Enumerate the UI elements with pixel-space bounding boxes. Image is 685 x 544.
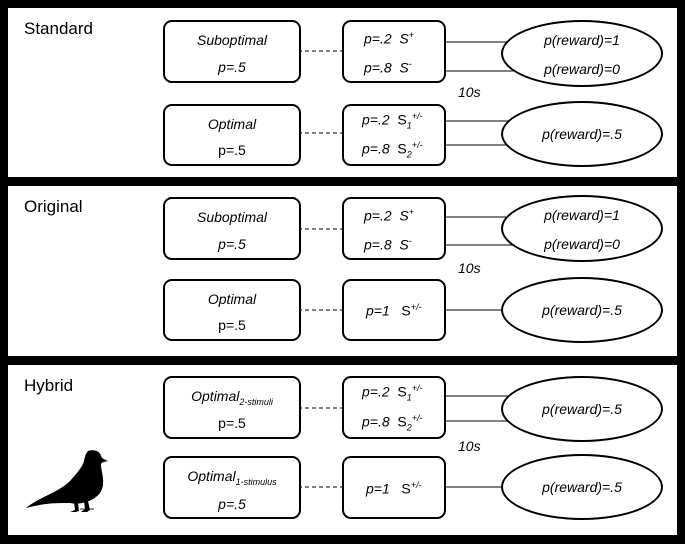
stimulus-symbol: S [397,111,407,128]
stimulus-sub: 1 [406,120,412,131]
stimulus-sub: 1 [406,392,412,403]
stimulus-sup: +/- [411,413,423,423]
stimulus-probability: p=.8 [362,413,390,430]
stimulus-sup: - [408,59,412,69]
stimulus-symbol: S [399,236,409,253]
choice-box-optimal: Optimal p=.5 [163,279,301,341]
panel-standard: Standard Suboptimal p=.5 p=.2 S+ p=.8 S-… [8,8,677,177]
choice-box-optimal-1-stimulus: Optimal1-stimulus p=.5 [163,456,301,519]
choice-label: Optimal2-stimuli [191,388,273,407]
reward-ellipse: p(reward)=.5 [501,277,663,343]
stimulus-symbol: S [399,30,409,47]
choice-box-suboptimal: Suboptimal p=.5 [163,197,301,260]
stimulus-symbol: S [397,383,407,400]
reward-label: p(reward)=0 [544,61,620,77]
panel-title: Hybrid [24,376,74,395]
stimulus-symbol: S [401,302,411,319]
stimulus-symbol: S [399,207,409,224]
stimulus-line: p=.2 S1+/- [362,111,423,130]
panel-original: Original Suboptimal p=.5 p=.2 S+ p=.8 S-… [8,186,677,356]
reward-ellipse: p(reward)=.5 [501,101,663,167]
connector-lines [298,395,513,488]
panel-hybrid: Hybrid Optimal2-stimuli p=.5 p=.2 S1+/- … [8,365,677,535]
stimulus-probability: p=.8 [364,59,392,76]
stimulus-sup: +/- [411,140,423,150]
pigeon-icon [26,450,108,512]
stimulus-probability: p=.2 [362,111,390,128]
stimulus-probability: p=.2 [362,383,390,400]
stimulus-box: p=.2 S1+/- p=.8 S2+/- [342,376,446,439]
stimulus-symbol: S [399,59,409,76]
stimulus-sup: + [408,30,415,40]
stimulus-sup: - [408,236,412,246]
reward-label: p(reward)=0 [544,236,620,252]
connector-lines [298,41,513,146]
choice-label: Optimal1-stimulus [187,468,276,487]
reward-label: p(reward)=.5 [542,126,622,142]
stimulus-sup: +/- [411,111,423,121]
stimulus-probability: p=.8 [362,140,390,157]
stimulus-symbol: S [401,480,411,497]
delay-label: 10s [458,438,481,454]
stimulus-line: p=.2 S+ [364,30,414,47]
choice-label: Optimal [207,291,257,307]
delay-label: 10s [458,84,481,100]
choice-probability: p=.5 [218,59,246,75]
panel-title: Standard [24,19,93,38]
reward-ellipse: p(reward)=.5 [501,454,663,520]
choice-box-optimal: Optimal p=.5 [163,104,301,166]
choice-probability: p=.5 [218,496,246,512]
panel-title: Original [24,197,83,216]
stimulus-symbol: S [397,140,407,157]
choice-box-suboptimal: Suboptimal p=.5 [163,20,301,83]
stimulus-probability: p=.8 [364,236,392,253]
stimulus-line: p=.8 S- [364,59,412,76]
stimulus-line: p=1 S+/- [366,302,422,319]
choice-probability: p=.5 [218,142,246,158]
reward-label: p(reward)=1 [544,32,620,48]
stimulus-box: p=.2 S+ p=.8 S- [342,197,446,260]
stimulus-box: p=1 S+/- [342,456,446,519]
choice-probability: p=.5 [218,415,246,431]
stimulus-line: p=.8 S2+/- [362,413,423,432]
stimulus-sup: +/- [411,383,423,393]
reward-ellipse: p(reward)=1 p(reward)=0 [501,20,663,87]
stimulus-sub: 2 [406,422,412,433]
stimulus-probability: p=1 [366,302,390,319]
reward-label: p(reward)=.5 [542,302,622,318]
reward-ellipse: p(reward)=.5 [501,376,663,442]
choice-probability: p=.5 [218,236,246,252]
stimulus-line: p=.8 S2+/- [362,140,423,159]
stimulus-line: p=1 S+/- [366,480,422,497]
reward-label: p(reward)=.5 [542,401,622,417]
stimulus-sub: 2 [406,149,412,160]
choice-subscript: 2-stimuli [239,396,273,407]
stimulus-line: p=.2 S+ [364,207,414,224]
connector-lines [298,216,513,311]
choice-box-optimal-2-stimuli: Optimal2-stimuli p=.5 [163,376,301,439]
delay-label: 10s [458,260,481,276]
stimulus-box: p=.2 S1+/- p=.8 S2+/- [342,104,446,166]
reward-label: p(reward)=.5 [542,479,622,495]
stimulus-sup: +/- [410,480,422,490]
stimulus-sup: + [408,207,415,217]
stimulus-probability: p=.2 [364,30,392,47]
choice-name: Optimal [187,468,236,484]
stimulus-probability: p=1 [366,480,390,497]
choice-subscript: 1-stimulus [235,476,277,487]
choice-label: Suboptimal [196,209,268,225]
choice-label: Suboptimal [196,32,268,48]
stimulus-symbol: S [397,413,407,430]
choice-label: Optimal [207,116,257,132]
stimulus-box: p=.2 S+ p=.8 S- [342,20,446,83]
choice-probability: p=.5 [218,317,246,333]
reward-label: p(reward)=1 [544,207,620,223]
stimulus-sup: +/- [410,302,422,312]
choice-name: Optimal [191,388,240,404]
stimulus-box: p=1 S+/- [342,279,446,341]
stimulus-probability: p=.2 [364,207,392,224]
reward-ellipse: p(reward)=1 p(reward)=0 [501,195,663,262]
stimulus-line: p=.8 S- [364,236,412,253]
stimulus-line: p=.2 S1+/- [362,383,423,402]
